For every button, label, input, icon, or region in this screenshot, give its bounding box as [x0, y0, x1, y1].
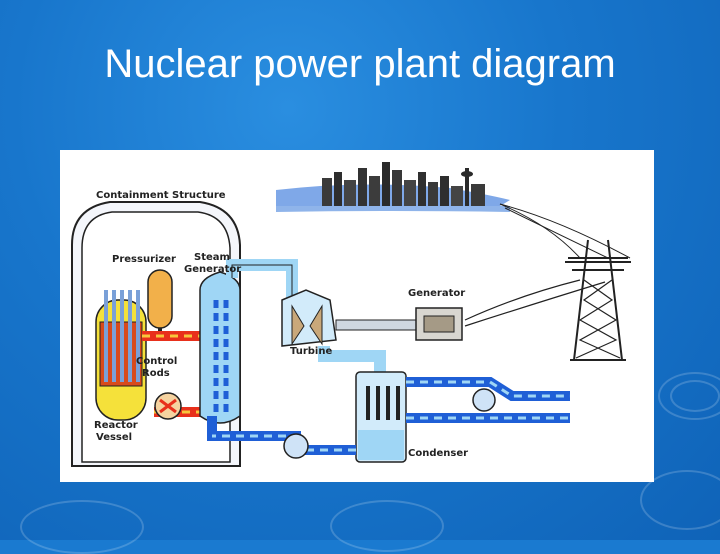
turbine [281, 289, 337, 347]
label-steam-generator-line1: Steam [194, 252, 230, 263]
reactor-vessel [95, 290, 147, 421]
steam-generator [199, 271, 241, 424]
transmission-tower [464, 203, 631, 361]
label-pressurizer: Pressurizer [112, 254, 176, 265]
label-containment-structure: Containment Structure [96, 190, 226, 201]
label-control-rods-line1: Control [136, 356, 177, 367]
turbine-shaft [335, 319, 419, 331]
label-generator: Generator [408, 288, 465, 299]
water-ripple-decoration [330, 500, 444, 552]
nuclear-plant-diagram: Containment Structure Pressurizer Steam … [60, 150, 654, 482]
label-reactor-vessel-line1: Reactor [94, 420, 138, 431]
water-ripple-decoration [640, 470, 720, 530]
label-turbine: Turbine [290, 346, 332, 357]
label-steam-generator-line2: Generator [184, 264, 241, 275]
cooling-pump [472, 388, 496, 412]
slide-title: Nuclear power plant diagram [104, 42, 616, 86]
diagram-canvas: Containment Structure Pressurizer Steam … [71, 162, 631, 467]
feedwater-pump [283, 433, 309, 459]
city-skyline [276, 162, 510, 212]
pressurizer [147, 269, 173, 329]
label-control-rods-line2: Rods [142, 368, 170, 379]
water-ripple-decoration [658, 372, 720, 420]
condenser [355, 371, 407, 463]
water-ripple-decoration [20, 500, 144, 554]
water-ripple-decoration [670, 380, 720, 412]
label-reactor-vessel-line2: Vessel [96, 432, 132, 443]
label-condenser: Condenser [408, 448, 468, 459]
